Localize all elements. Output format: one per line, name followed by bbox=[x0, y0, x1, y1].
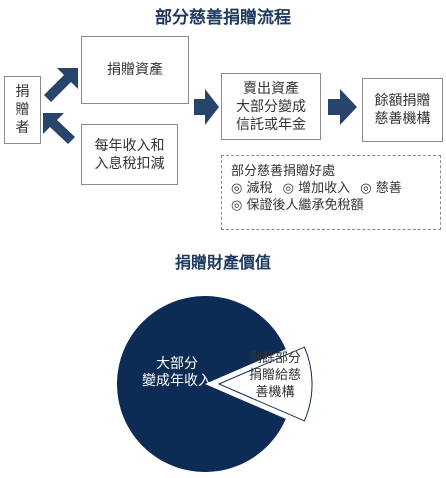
donated-assets-label: 捐贈資產 bbox=[107, 62, 163, 78]
charity-line: 餘額捐贈 bbox=[374, 93, 431, 109]
pie-slice-remaining bbox=[217, 346, 313, 422]
pie-slice-major bbox=[117, 296, 286, 473]
benefit-item: ◎ 保證後人繼承免稅額 bbox=[231, 198, 364, 213]
chart-title: 捐贈財產價值 bbox=[174, 253, 271, 272]
income-tax-box: 每年收入和 入息稅扣減 bbox=[81, 124, 178, 185]
benefits-row: ◎ 減稅 ◎ 增加收入 ◎ 慈善 bbox=[231, 180, 440, 197]
pie-label-line: 變成年收入 bbox=[142, 373, 212, 389]
sell-line: 信託或年金 bbox=[236, 116, 306, 133]
benefits-row: ◎ 保證後人繼承免稅額 bbox=[231, 197, 440, 214]
arrow-to-charity bbox=[328, 89, 357, 125]
donor-char: 捐 bbox=[15, 84, 30, 100]
benefits-box: 部分慈善捐贈好處 ◎ 減稅 ◎ 增加收入 ◎ 慈善 ◎ 保證後人繼承免稅額 bbox=[221, 155, 441, 230]
sell-line: 賣出資產 bbox=[243, 80, 299, 97]
pie-label-line: 捐贈給慈 bbox=[248, 368, 301, 383]
benefit-item: ◎ 增加收入 bbox=[282, 181, 351, 196]
sell-line: 大部分變成 bbox=[236, 98, 306, 115]
benefit-item: ◎ 慈善 bbox=[360, 181, 402, 196]
donor-char: 贈 bbox=[15, 102, 30, 118]
arrow-donor-to-assets bbox=[44, 68, 78, 102]
income-line: 每年收入和 bbox=[94, 137, 165, 154]
pie-label-major: 大部分 變成年收入 bbox=[132, 356, 222, 390]
charity-box: 餘額捐贈 慈善機構 bbox=[362, 78, 443, 142]
benefit-item: ◎ 減稅 bbox=[231, 181, 273, 196]
pie-label-line: 剩餘部分 bbox=[248, 351, 301, 366]
donor-box: 捐 贈 者 bbox=[4, 76, 41, 144]
charity-line: 慈善機構 bbox=[374, 111, 431, 127]
pie-label-line: 大部分 bbox=[156, 356, 198, 372]
arrow-income-to-donor bbox=[43, 113, 75, 144]
arrow-to-sell bbox=[194, 89, 219, 125]
sell-assets-box: 賣出資產 大部分變成 信託或年金 bbox=[221, 73, 321, 140]
donor-char: 者 bbox=[15, 120, 30, 136]
income-line: 入息稅扣減 bbox=[94, 155, 165, 172]
donated-assets-box: 捐贈資產 bbox=[81, 36, 189, 104]
pie-label-remaining: 剩餘部分 捐贈給慈 善機構 bbox=[245, 350, 305, 401]
benefits-title: 部分慈善捐贈好處 bbox=[231, 164, 336, 179]
pie-label-line: 善機構 bbox=[255, 385, 295, 400]
diagram-title: 部分慈善捐贈流程 bbox=[155, 8, 291, 28]
